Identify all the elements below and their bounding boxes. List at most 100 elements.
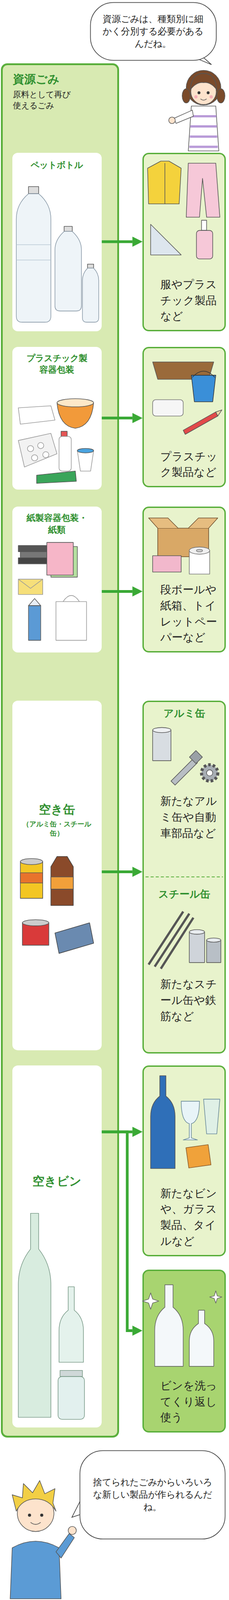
- clothes-product-illustration: [147, 160, 181, 204]
- plastic-product-illustration: [183, 411, 219, 434]
- pet-bottle-illustration: [54, 230, 82, 311]
- clothes-product-illustration: [186, 163, 220, 218]
- reused-bottle-illustration: [142, 1282, 222, 1364]
- plastic-product-illustration: [152, 361, 214, 379]
- clothes-product-illustration: [196, 229, 213, 259]
- illustrations: [10, 70, 225, 1596]
- boy-figure: [55, 1530, 75, 1555]
- paper-illustration: [28, 597, 41, 605]
- aluminium-product-illustration: [152, 728, 171, 760]
- aluminium-product-illustration: [170, 757, 198, 784]
- product-box: 新たなビンや、ガラス製品、タイルなど: [142, 1063, 226, 1255]
- paper-illustration: [55, 600, 87, 639]
- node-title: 服やプラスチック製品など: [160, 276, 219, 324]
- girl-figure: [209, 95, 213, 99]
- steel-product-illustration: [189, 930, 205, 961]
- paper-illustration: [18, 541, 87, 639]
- flow-arrow: [101, 239, 133, 243]
- plastic-container-illustration: [77, 449, 94, 470]
- plastic-container-illustration: [56, 402, 94, 428]
- empty-can-illustration: [22, 917, 50, 924]
- speech-text: 捨てられたごみからいろいろな新しい製品が作られるんだね。: [90, 1473, 215, 1511]
- reused-bottle-illustration: [154, 1282, 184, 1364]
- empty-can-illustration: [54, 921, 94, 952]
- paper-product-illustration: [157, 527, 209, 556]
- flow-arrow: [101, 588, 133, 592]
- node-title: 紙製容器包装・紙類: [24, 511, 90, 535]
- empty-can-illustration: [20, 856, 43, 863]
- glass-product-illustration: [203, 1097, 220, 1133]
- paper-illustration: [18, 556, 50, 563]
- plastic-product-illustration: [191, 374, 216, 402]
- steel-product-illustration: [148, 910, 221, 967]
- node-title: 段ボールや紙箱、トイレットペーパーなど: [160, 580, 219, 645]
- plastic-container-illustration: [18, 398, 94, 483]
- glass-product-illustration: [181, 1099, 200, 1138]
- category-box: ペットボトル: [12, 152, 103, 331]
- empty-can-illustration: [50, 875, 74, 888]
- boy-figure: [10, 1477, 77, 1597]
- girl-figure: [200, 98, 207, 101]
- plastic-container-illustration: [77, 447, 94, 453]
- paper-product-illustration: [152, 554, 181, 572]
- product-box: アルミ缶新たなアルミ缶や自動車部品などスチール缶新たなスチール缶や鉄筋など: [142, 699, 226, 1052]
- flow-arrow: [101, 415, 133, 419]
- plastic-product-illustration: [152, 398, 184, 416]
- girl-figure: [174, 109, 194, 124]
- pet-bottle-illustration: [64, 225, 73, 231]
- steel-product-illustration: [206, 938, 221, 961]
- plastic-container-illustration: [27, 444, 34, 451]
- paper-product-illustration: [148, 517, 218, 573]
- aluminium-product-illustration: [152, 726, 218, 785]
- boy-figure: [10, 1538, 61, 1597]
- girl-figure: [188, 105, 219, 151]
- aluminium-product-illustration: [152, 726, 171, 732]
- node-title: プラスチック製容器包装: [24, 351, 90, 376]
- pet-bottle-illustration: [87, 263, 94, 268]
- speech-bubble: 捨てられたごみからいろいろな新しい製品が作られるんだね。: [79, 1447, 226, 1538]
- plastic-container-illustration: [59, 435, 72, 471]
- aluminium-product-illustration: [201, 763, 219, 780]
- paper-illustration: [63, 594, 80, 601]
- girl-figure: [206, 91, 210, 94]
- boy-figure: [27, 1510, 32, 1515]
- glass-product-illustration: [185, 1142, 212, 1167]
- flow-arrow: [101, 1128, 133, 1132]
- node-text: スチール缶: [147, 885, 221, 900]
- boy-figure: [12, 1477, 57, 1509]
- resource-waste-panel: 資源ごみ原料として再び使えるごみペットボトルプラスチック製容器包装紙製容器包装・…: [0, 63, 120, 1436]
- boy-figure: [17, 1492, 55, 1529]
- reused-bottle-illustration: [142, 1290, 159, 1308]
- reused-bottle-illustration: [209, 1288, 223, 1301]
- node-title: 空き缶: [16, 800, 99, 817]
- clothes-product-illustration: [201, 219, 207, 230]
- glass-bottle-illustration: [18, 1210, 85, 1417]
- steel-product-illustration: [148, 910, 194, 967]
- empty-can-illustration: [20, 860, 43, 897]
- girl-figure: [182, 88, 191, 103]
- node-text: 新たなスチール缶や鉄筋など: [160, 974, 219, 1023]
- reused-bottle-illustration: [189, 1308, 214, 1364]
- node-title: ビンを洗ってくり返し使う: [160, 1375, 219, 1424]
- plastic-product-illustration: [192, 370, 215, 377]
- girl-figure: [168, 70, 225, 151]
- category-box: プラスチック製容器包装: [12, 346, 103, 489]
- product-box: プラスチック製品など: [142, 346, 226, 487]
- node-text: （アルミ缶・スチール缶）: [16, 817, 99, 837]
- girl-figure: [194, 95, 198, 99]
- node-text: 原料として再び使えるごみ: [12, 88, 74, 112]
- aluminium-product-illustration: [189, 749, 203, 763]
- pet-bottle-illustration: [28, 186, 39, 194]
- speech-text: 資源ごみは、種類別に細かく分別する必要があるんだね。: [100, 12, 207, 50]
- steel-product-illustration: [189, 927, 205, 933]
- plastic-container-illustration: [42, 450, 49, 457]
- clothes-product-illustration: [147, 160, 220, 259]
- empty-can-illustration: [20, 855, 94, 952]
- plastic-container-illustration: [56, 398, 94, 407]
- node-title: プラスチック製品など: [160, 447, 219, 480]
- boy-figure: [40, 1510, 44, 1515]
- pet-bottle-illustration: [16, 244, 52, 260]
- plastic-product-illustration: [152, 361, 222, 434]
- plastic-container-illustration: [37, 441, 44, 448]
